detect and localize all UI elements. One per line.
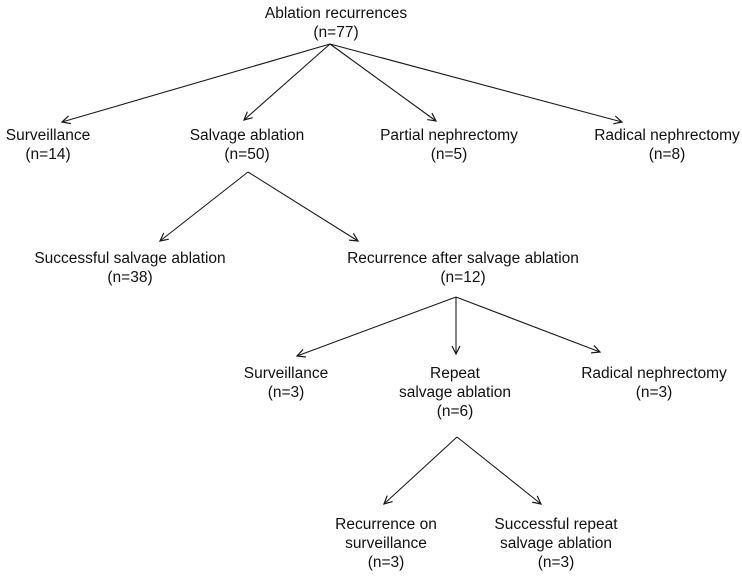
node-partial-nephrectomy: Partial nephrectomy (n=5) (349, 126, 549, 164)
node-label: Partial nephrectomy (380, 127, 518, 144)
node-surveillance-primary: Surveillance (n=14) (0, 126, 128, 164)
node-count: (n=3) (267, 384, 305, 401)
node-label: salvage ablation (499, 535, 613, 552)
arrow-root-to-surveillance-primary (60, 43, 331, 125)
node-label: Salvage ablation (189, 127, 305, 144)
node-label: Surveillance (5, 127, 91, 144)
node-radical-nephrectomy-primary: Radical nephrectomy (n=8) (567, 126, 742, 164)
node-successful-salvage-ablation: Successful salvage ablation (n=38) (10, 249, 250, 287)
node-repeat-salvage-ablation: Repeat salvage ablation (n=6) (365, 364, 545, 421)
node-count: (n=77) (313, 24, 359, 41)
node-count: (n=38) (107, 269, 153, 286)
arrow-salvage-to-successful-salvage (158, 171, 249, 242)
arrow-recurrence-to-radical-nephrectomy-secondary (455, 296, 602, 354)
node-label: Recurrence after salvage ablation (347, 250, 579, 267)
node-label: Repeat (430, 365, 480, 382)
arrow-root-to-radical-nephrectomy-primary (329, 43, 624, 125)
node-recurrence-on-surveillance: Recurrence on surveillance (n=3) (296, 515, 476, 572)
node-salvage-ablation: Salvage ablation (n=50) (157, 126, 337, 164)
arrow-repeat-to-successful-repeat (456, 436, 543, 505)
node-count: (n=3) (537, 554, 575, 571)
arrow-root-to-partial-nephrectomy (329, 43, 438, 122)
node-count: (n=50) (224, 146, 270, 163)
node-label: Radical nephrectomy (594, 127, 740, 144)
node-label: Successful salvage ablation (34, 250, 226, 267)
node-label: Radical nephrectomy (581, 365, 727, 382)
node-count: (n=5) (430, 146, 468, 163)
node-radical-nephrectomy-secondary: Radical nephrectomy (n=3) (554, 364, 742, 402)
arrow-repeat-to-recurrence-on-surveillance (383, 436, 458, 505)
node-count: (n=6) (436, 403, 474, 420)
node-label: salvage ablation (398, 384, 512, 401)
node-successful-repeat-salvage-ablation: Successful repeat salvage ablation (n=3) (461, 515, 651, 572)
node-label: Ablation recurrences (264, 5, 408, 22)
node-label: Successful repeat (494, 516, 618, 533)
node-count: (n=14) (25, 146, 71, 163)
node-surveillance-secondary: Surveillance (n=3) (206, 364, 366, 402)
arrow-recurrence-to-surveillance-secondary (295, 296, 457, 358)
node-label: surveillance (345, 535, 427, 552)
node-count: (n=3) (367, 554, 405, 571)
node-count: (n=3) (635, 384, 673, 401)
node-count: (n=12) (440, 269, 486, 286)
arrow-root-to-salvage-ablation (242, 43, 331, 121)
node-label: Surveillance (243, 365, 329, 382)
arrow-salvage-to-recurrence-after-salvage (247, 171, 360, 242)
node-count: (n=8) (648, 146, 686, 163)
node-label: Recurrence on (335, 516, 437, 533)
node-recurrence-after-salvage-ablation: Recurrence after salvage ablation (n=12) (323, 249, 603, 287)
node-root: Ablation recurrences (n=77) (216, 4, 456, 42)
